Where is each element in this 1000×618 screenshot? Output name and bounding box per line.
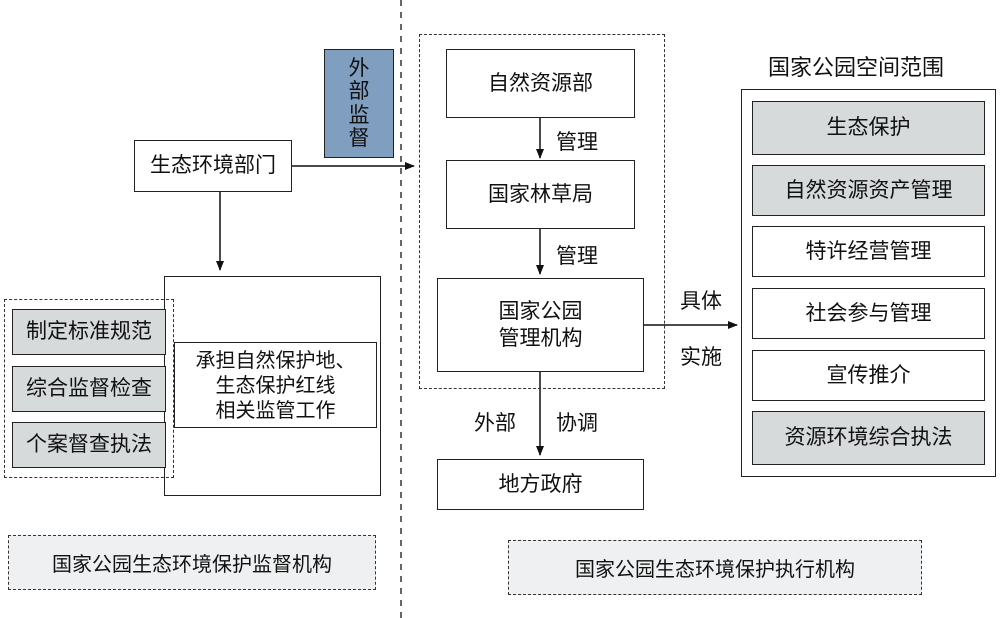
supervision-functions-group	[4, 299, 174, 478]
coordinate-label: 协调	[556, 411, 598, 435]
management-chain-group	[419, 34, 665, 389]
park-agency-box: 国家公园 管理机构	[437, 278, 644, 372]
scope-item-concession: 特许经营管理	[752, 226, 985, 277]
scope-item-social-participation: 社会参与管理	[752, 288, 985, 339]
implement-label-1: 具体	[680, 289, 722, 313]
forestry-bureau-box: 国家林草局	[446, 160, 635, 229]
scope-item-enforcement: 资源环境综合执法	[752, 411, 985, 465]
eco-environment-dept-box: 生态环境部门	[134, 140, 292, 192]
park-scope-title: 国家公园空间范围	[768, 56, 945, 81]
scope-item-resource-assets: 自然资源资产管理	[752, 165, 985, 216]
function-standards-box: 制定标准规范	[12, 309, 166, 355]
supervision-task-box: 承担自然保护地、 生态保护红线 相关监管工作	[174, 342, 377, 428]
manage-label-2: 管理	[556, 244, 598, 268]
supervision-caption: 国家公园生态环境保护监督机构	[8, 535, 376, 590]
external-supervision-box: 外 部 监 督	[324, 49, 394, 158]
scope-item-publicity: 宣传推介	[752, 350, 985, 401]
function-inspection-box: 综合监督检查	[12, 366, 166, 412]
local-government-box: 地方政府	[437, 459, 644, 510]
external-label: 外部	[474, 411, 516, 435]
function-enforcement-box: 个案督查执法	[12, 422, 166, 468]
execution-caption: 国家公园生态环境保护执行机构	[508, 540, 922, 595]
manage-label-1: 管理	[556, 130, 598, 154]
scope-item-eco-protection: 生态保护	[752, 101, 985, 155]
ministry-box: 自然资源部	[446, 49, 635, 118]
implement-label-2: 实施	[680, 345, 722, 369]
